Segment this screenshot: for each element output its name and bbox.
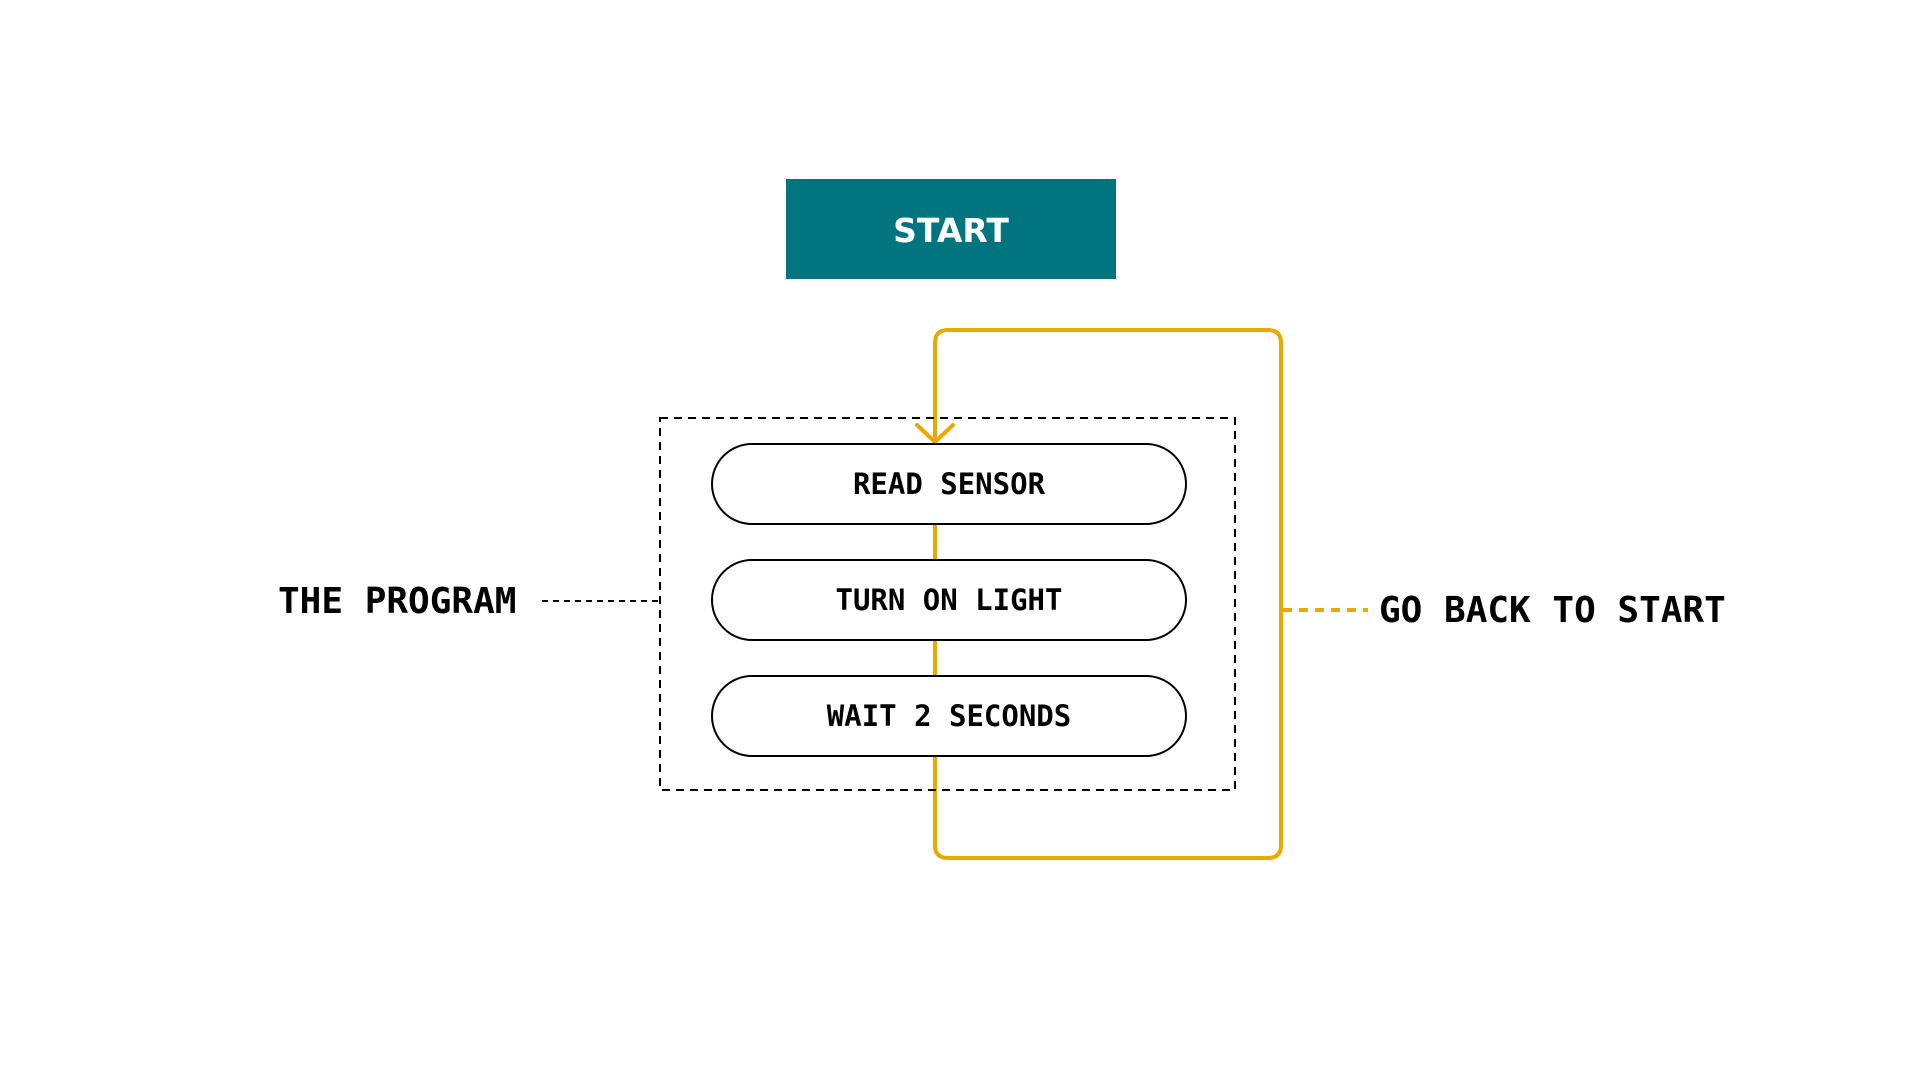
loop-label: GO BACK TO START [1379,590,1726,631]
start-box [786,179,1116,279]
step-label: READ SENSOR [853,467,1046,501]
step-turn-on-light: TURN ON LIGHT [711,559,1187,641]
program-boundary [659,417,1236,791]
program-label: THE PROGRAM [278,581,516,622]
step-read-sensor: READ SENSOR [711,443,1187,525]
arrowhead-icon [915,423,955,444]
step-pill [711,675,1187,757]
step-label: TURN ON LIGHT [836,583,1063,617]
step-pill [711,559,1187,641]
step-pill [711,443,1187,525]
step-wait-2-seconds: WAIT 2 SECONDS [711,675,1187,757]
step-label: WAIT 2 SECONDS [827,699,1071,733]
start-label: START [893,211,1009,250]
loop-return-arrow [933,328,1283,860]
